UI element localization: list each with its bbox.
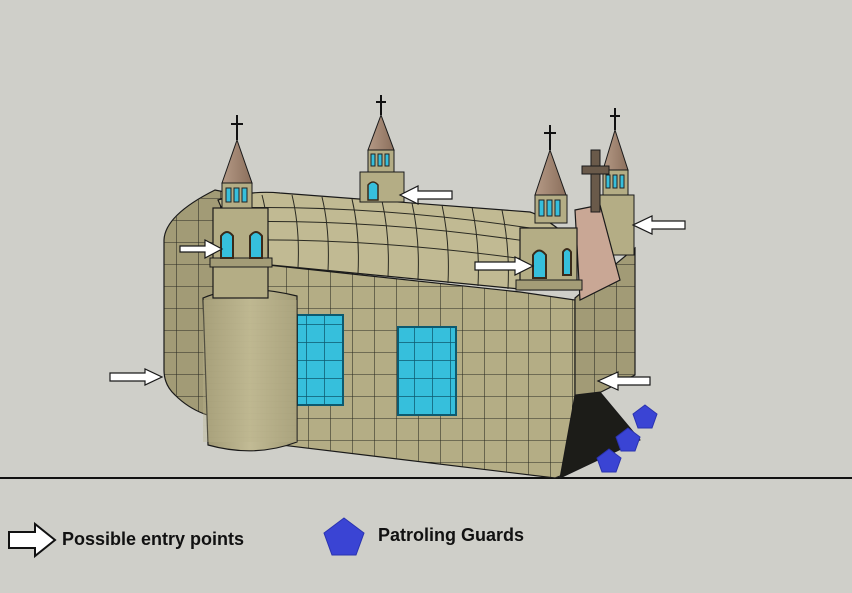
legend-entry-label: Possible entry points — [62, 529, 244, 550]
stained-glass-window-right — [398, 327, 456, 415]
arrow-right-icon — [9, 524, 55, 556]
legend-guard-label: Patroling Guards — [378, 525, 524, 546]
bell-tower-back — [360, 95, 404, 202]
pentagon-icon — [324, 518, 364, 555]
pentagon-icon — [633, 405, 657, 428]
arrow-left-icon — [633, 216, 685, 234]
stained-glass-window-left — [297, 315, 343, 405]
arrow-left-icon — [400, 186, 452, 204]
arrow-right-icon — [110, 369, 162, 385]
